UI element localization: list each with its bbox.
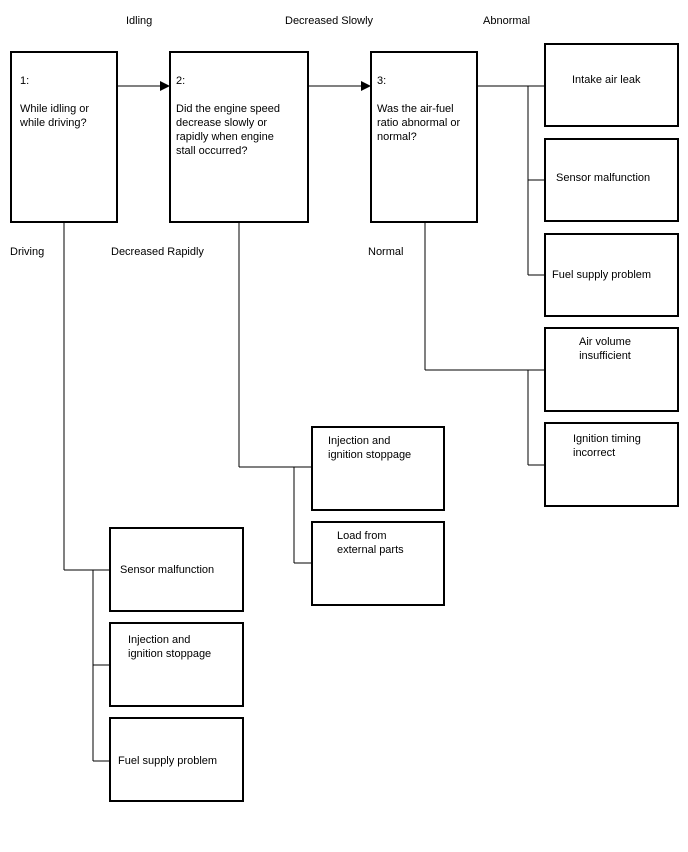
cause-label: Sensor malfunction — [120, 564, 215, 576]
question-number: 3: — [377, 75, 387, 87]
cause-label: Injection and ignition stoppage — [328, 435, 412, 461]
question-number: 2: — [176, 75, 186, 87]
cause-label: Sensor malfunction — [556, 172, 651, 184]
label-decreased-rapidly: Decreased Rapidly — [111, 246, 204, 258]
cause-label: Air volume insufficient — [579, 336, 631, 362]
cause-label: Fuel supply problem — [118, 755, 218, 767]
cause-box-sensor-malfunction-driving: Sensor malfunction — [109, 527, 244, 612]
cause-box-sensor-malfunction: Sensor malfunction — [544, 138, 679, 222]
question-box-3: 3: Was the air-fuel ratio abnormal or no… — [370, 51, 478, 223]
label-driving: Driving — [10, 246, 45, 258]
question-text: Did the engine speed decrease slowly or … — [176, 103, 280, 157]
cause-box-ignition-timing-incorrect: Ignition timing incorrect — [544, 422, 679, 507]
label-idling: Idling — [126, 15, 153, 27]
label-normal: Normal — [368, 246, 404, 258]
label-abnormal: Abnormal — [483, 15, 531, 27]
arrowhead-q3 — [361, 81, 371, 91]
question-text: While idling or while driving? — [20, 103, 90, 129]
cause-label: Ignition timing incorrect — [573, 433, 641, 459]
label-decreased-slowly: Decreased Slowly — [285, 15, 374, 27]
arrowhead-q2 — [160, 81, 170, 91]
question-text: Was the air-fuel ratio abnormal or norma… — [377, 103, 461, 143]
cause-label: Fuel supply problem — [552, 269, 652, 281]
cause-box-intake-air-leak: Intake air leak — [544, 43, 679, 127]
cause-box-injection-ignition-stoppage-rapid: Injection and ignition stoppage — [311, 426, 445, 511]
cause-box-load-from-external-parts: Load from external parts — [311, 521, 445, 606]
cause-label: Intake air leak — [572, 74, 641, 86]
question-box-2: 2: Did the engine speed decrease slowly … — [169, 51, 309, 223]
question-number: 1: — [20, 75, 30, 87]
cause-box-injection-ignition-stoppage-driving: Injection and ignition stoppage — [109, 622, 244, 707]
cause-box-fuel-supply-problem-driving: Fuel supply problem — [109, 717, 244, 802]
cause-label: Injection and ignition stoppage — [128, 634, 212, 660]
cause-label: Load from external parts — [337, 530, 404, 556]
cause-box-fuel-supply-problem: Fuel supply problem — [544, 233, 679, 317]
cause-box-air-volume-insufficient: Air volume insufficient — [544, 327, 679, 412]
question-box-1: 1: While idling or while driving? — [10, 51, 118, 223]
